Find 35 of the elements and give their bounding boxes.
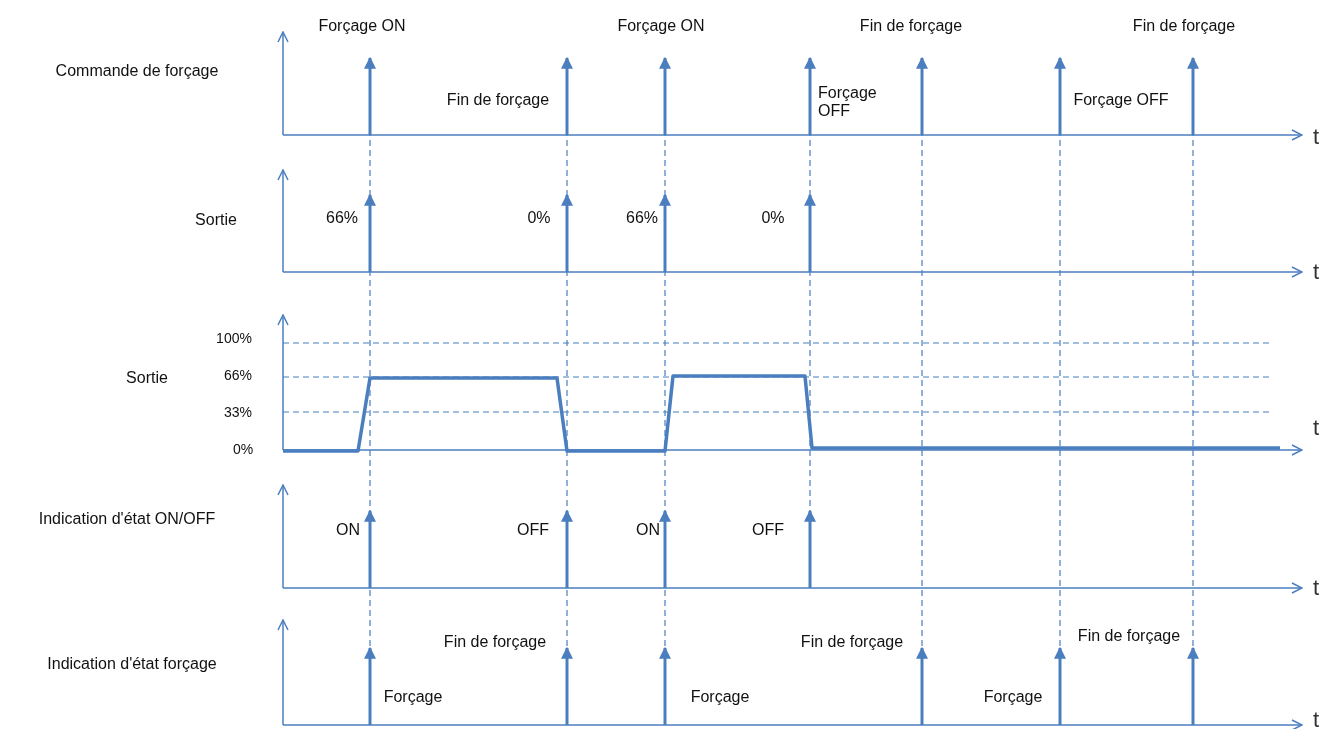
event-label: 0% xyxy=(527,209,551,227)
event-label: Forçage ON xyxy=(617,17,705,35)
event-label: Fin de forçage xyxy=(1132,17,1236,35)
row-title: Commande de forçage xyxy=(55,62,219,80)
event-label: Forçage xyxy=(690,688,750,706)
event-label: Forçage OFF xyxy=(1073,91,1169,109)
event-label: Forçage xyxy=(983,688,1043,706)
event-label: Fin de forçage xyxy=(800,633,904,651)
event-label: Forçage OFF xyxy=(818,84,878,120)
row-title: Indication d'état forçage xyxy=(47,655,217,673)
event-label: 66% xyxy=(326,209,358,227)
row-title: Sortie xyxy=(195,211,237,229)
event-label: Forçage xyxy=(383,688,443,706)
tick-label: 0% xyxy=(232,440,254,458)
tick-label: 66% xyxy=(224,366,252,384)
axis-label: t xyxy=(1312,419,1320,437)
axis-label: t xyxy=(1312,128,1320,146)
row-title: Indication d'état ON/OFF xyxy=(38,510,216,528)
event-label: Fin de forçage xyxy=(859,17,963,35)
axis-label: t xyxy=(1312,263,1320,281)
event-label: OFF xyxy=(752,521,784,539)
axis-label: t xyxy=(1312,711,1320,729)
axis-label: t xyxy=(1312,579,1320,597)
event-label: 66% xyxy=(626,209,658,227)
tick-label: 33% xyxy=(224,403,252,421)
event-label: Forçage ON xyxy=(318,17,406,35)
event-label: Fin de forçage xyxy=(443,633,547,651)
event-label: ON xyxy=(336,521,360,539)
event-label: 0% xyxy=(761,209,785,227)
event-label: OFF xyxy=(517,521,549,539)
event-label: Fin de forçage xyxy=(446,91,550,109)
row-title: Sortie xyxy=(126,369,168,387)
tick-label: 100% xyxy=(216,329,252,347)
event-label: ON xyxy=(636,521,660,539)
event-label: Fin de forçage xyxy=(1077,627,1181,645)
